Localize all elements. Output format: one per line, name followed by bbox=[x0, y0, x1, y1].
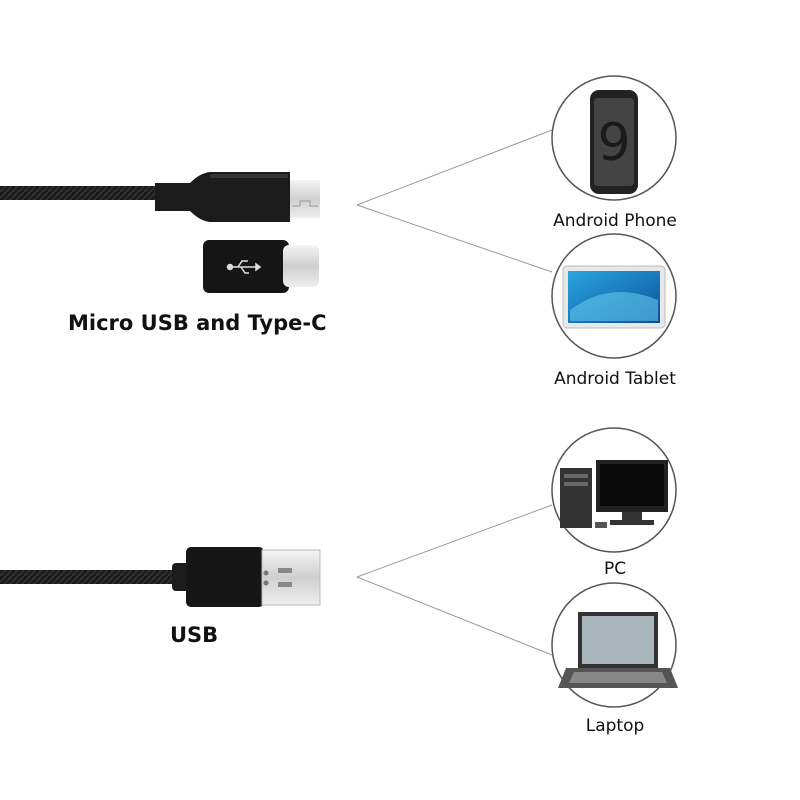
line-to-laptop bbox=[356, 576, 553, 656]
phone-icon: 9 bbox=[590, 90, 638, 194]
micro-usb-cable-icon bbox=[0, 172, 320, 222]
android-phone-label: Android Phone bbox=[553, 211, 677, 231]
line-to-tablet bbox=[356, 204, 553, 273]
line-to-pc bbox=[356, 504, 553, 578]
line-to-phone bbox=[356, 129, 553, 206]
pc-label: PC bbox=[603, 559, 627, 579]
usb-symbol-icon bbox=[226, 260, 262, 274]
usb-a-cable-icon bbox=[0, 547, 321, 607]
type-c-adapter-icon bbox=[203, 240, 319, 293]
desktop-pc-icon bbox=[560, 460, 668, 528]
usb-label: USB bbox=[170, 623, 219, 647]
connector-lines bbox=[356, 129, 553, 656]
svg-text:9: 9 bbox=[597, 113, 630, 173]
laptop-label: Laptop bbox=[585, 716, 645, 736]
android-tablet-label: Android Tablet bbox=[554, 369, 676, 389]
micro-usb-type-c-label: Micro USB and Type-C bbox=[68, 311, 327, 335]
tablet-icon bbox=[562, 265, 666, 329]
laptop-icon bbox=[558, 612, 678, 688]
